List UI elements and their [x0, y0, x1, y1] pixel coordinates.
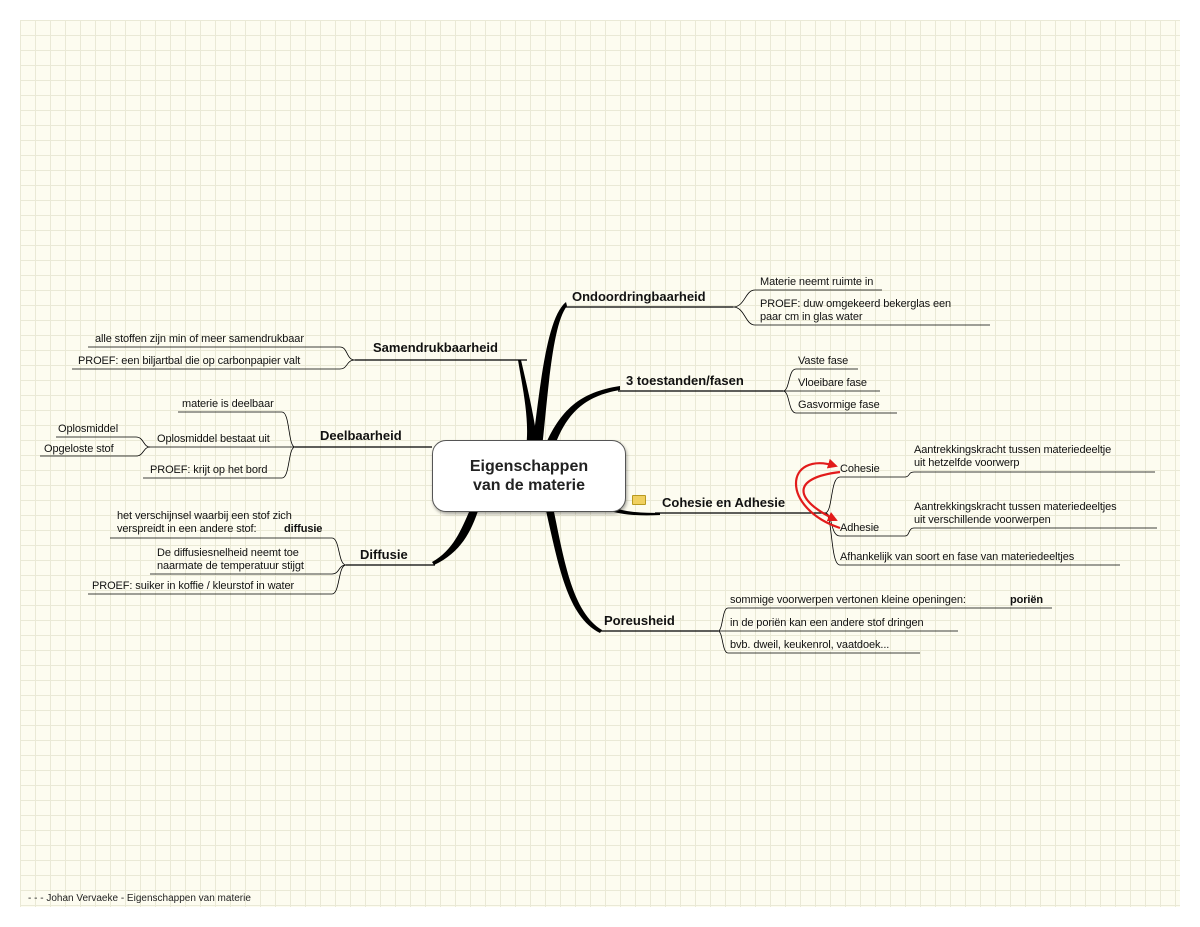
subtopic-gasvormige-fase[interactable]: Gasvormige fase [798, 399, 880, 411]
subtopic-materie-neemt-ruimte[interactable]: Materie neemt ruimte in [760, 276, 874, 288]
adhesie-description[interactable]: Aantrekkingskracht tussen materiedeeltje… [914, 501, 1117, 513]
central-topic-line2: van de materie [472, 477, 586, 494]
subtopic-andere-stof-dringen[interactable]: in de poriën kan een andere stof dringen [730, 617, 924, 629]
subtopic-voorbeelden[interactable]: bvb. dweil, keukenrol, vaatdoek... [730, 639, 890, 651]
central-topic-line1: Eigenschappen [469, 458, 589, 475]
cohesie-description-line2: uit hetzelfde voorwerp [914, 457, 1020, 469]
relation-arrow-adhesie [802, 470, 841, 522]
subtopic-afhankelijk[interactable]: Afhankelijk van soort en fase van materi… [840, 551, 1075, 563]
subtopic-verschijnsel-line2: verspreidt in een andere stof: [117, 523, 257, 535]
adhesie-description-line2: uit verschillende voorwerpen [914, 514, 1051, 526]
footer-caption: - - - Johan Vervaeke - Eigenschappen van… [28, 893, 251, 904]
branch-connector-diffusie [432, 505, 480, 565]
subtopic-proef-biljartbal[interactable]: PROEF: een biljartbal die op carbonpapie… [78, 355, 301, 367]
subtopic-cohesie[interactable]: Cohesie [840, 463, 880, 475]
subtopic-proef-suiker[interactable]: PROEF: suiker in koffie / kleurstof in w… [92, 580, 295, 592]
topic-diffusie[interactable]: Diffusie [360, 547, 408, 562]
cohesie-description[interactable]: Aantrekkingskracht tussen materiedeeltje [914, 444, 1112, 456]
subtopic-deelbaar[interactable]: materie is deelbaar [182, 398, 274, 410]
topic-cohesie-adhesie[interactable]: Cohesie en Adhesie [662, 495, 786, 510]
relation-arrow-cohesie [794, 458, 841, 530]
subtopic-opgeloste-stof[interactable]: Opgeloste stof [44, 443, 114, 455]
central-topic[interactable]: Eigenschappen van de materie [432, 440, 626, 512]
keyword-diffusie: diffusie [284, 523, 323, 535]
subtopic-proef-bekerglas[interactable]: PROEF: duw omgekeerd bekerglas een [760, 298, 952, 310]
topic-deelbaarheid[interactable]: Deelbaarheid [320, 428, 402, 443]
subtopic-adhesie[interactable]: Adhesie [840, 522, 880, 534]
topic-toestanden[interactable]: 3 toestanden/fasen [626, 373, 744, 388]
keyword-porien: poriën [1010, 594, 1044, 606]
branch-connector-samendrukbaarheid [518, 360, 538, 448]
subtopic-vaste-fase[interactable]: Vaste fase [798, 355, 849, 367]
branch-connector-cohesie [608, 505, 660, 516]
subtopic-diffusiesnelheid-line2: naarmate de temperatuur stijgt [157, 560, 304, 572]
topic-poreusheid[interactable]: Poreusheid [604, 613, 675, 628]
note-icon[interactable] [632, 495, 646, 505]
subtopic-samendrukbaar[interactable]: alle stoffen zijn min of meer samendrukb… [95, 333, 304, 345]
subtopic-diffusiesnelheid[interactable]: De diffusiesnelheid neemt toe [157, 547, 299, 559]
subtopic-kleine-openingen[interactable]: sommige voorwerpen vertonen kleine openi… [730, 594, 966, 606]
topic-samendrukbaarheid[interactable]: Samendrukbaarheid [373, 340, 498, 355]
subtopic-verschijnsel[interactable]: het verschijnsel waarbij een stof zich [117, 510, 292, 522]
subtopic-oplosmiddel-bestaat-uit[interactable]: Oplosmiddel bestaat uit [157, 433, 270, 445]
subtopic-vloeibare-fase[interactable]: Vloeibare fase [798, 377, 867, 389]
subtopic-oplosmiddel[interactable]: Oplosmiddel [58, 423, 119, 435]
subtopic-proef-krijt[interactable]: PROEF: krijt op het bord [150, 464, 268, 476]
branch-connector-ondoordringbaarheid [532, 302, 567, 448]
branch-connector-poreusheid [544, 502, 602, 633]
subtopic-proef-bekerglas-line2: paar cm in glas water [760, 311, 863, 323]
branch-connector-toestanden [544, 386, 620, 448]
topic-ondoordringbaarheid[interactable]: Ondoordringbaarheid [572, 289, 706, 304]
